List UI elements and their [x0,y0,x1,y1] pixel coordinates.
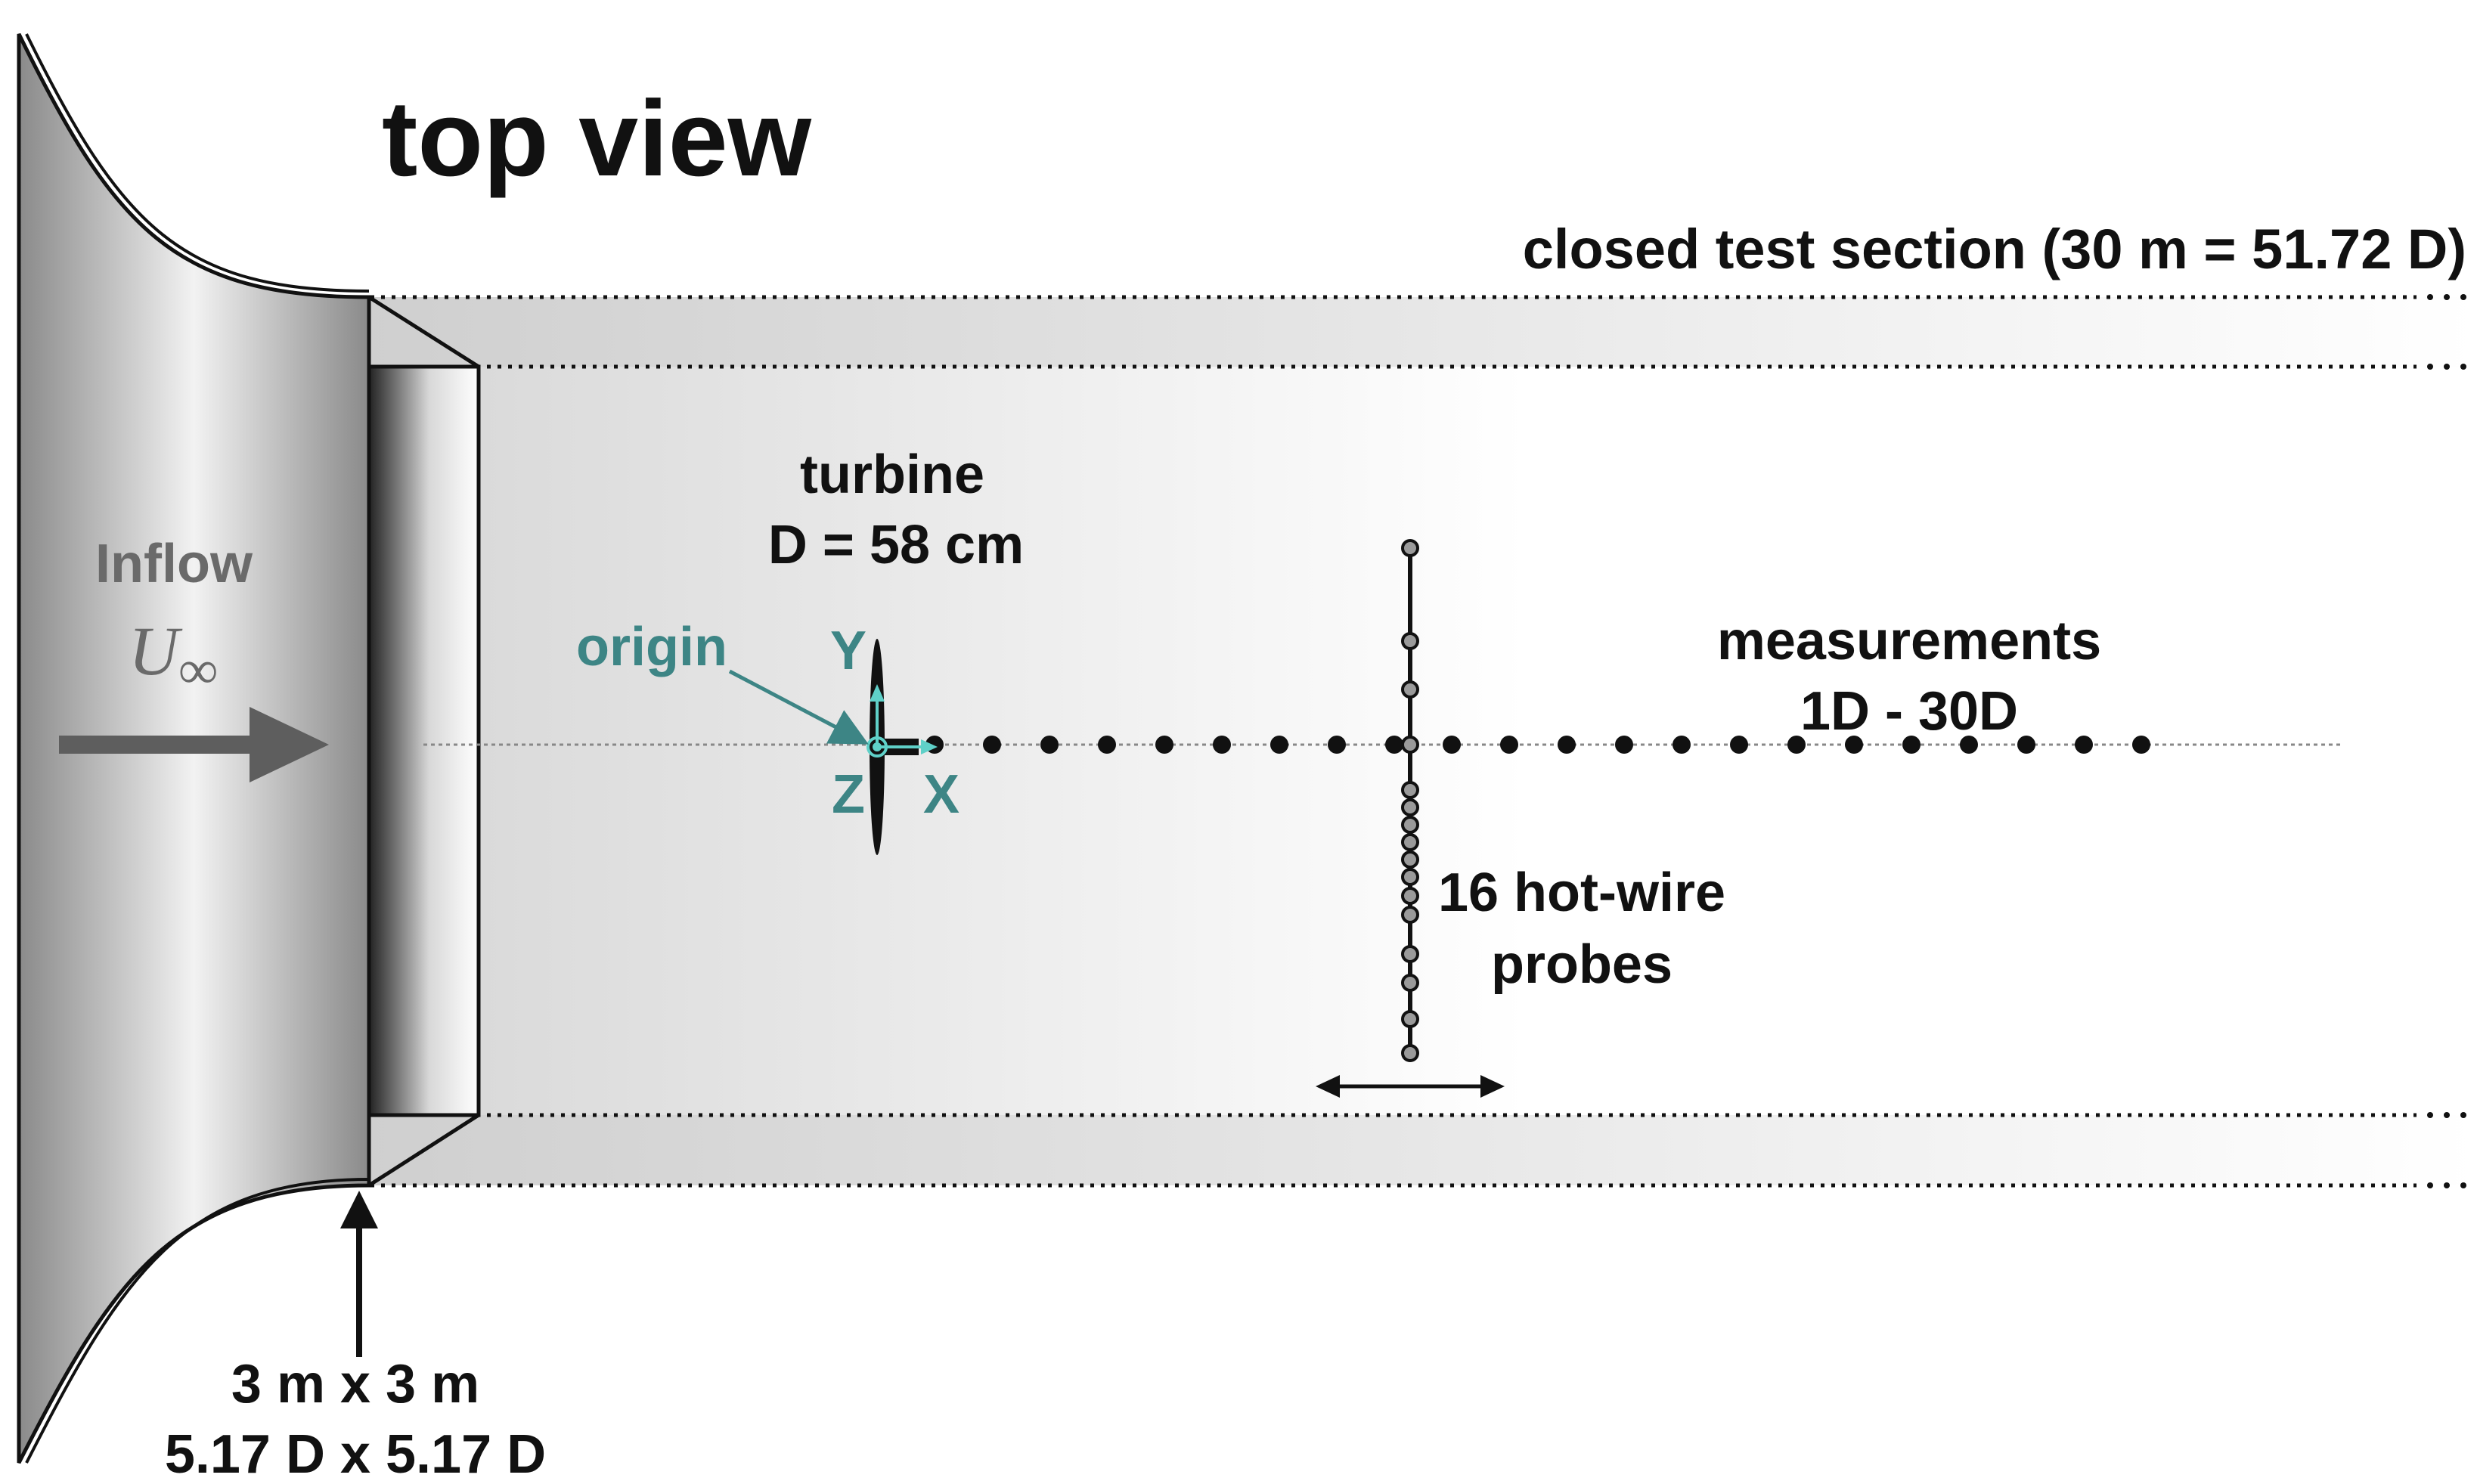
hot-wire-rake [1316,539,1505,1098]
continuation-dots [2427,294,2466,1188]
measurement-point [983,736,1001,754]
hot-wire-probe [1401,833,1419,851]
hot-wire-probe [1401,632,1419,650]
measurement-point [1960,736,1978,754]
measurement-point [1500,736,1518,754]
test-section-bottom-band [363,1115,2477,1185]
hot-wire-probe [1401,539,1419,557]
throat-section [367,364,481,1117]
traverse-arrow [1316,1075,1505,1098]
hot-wire-probe [1401,1044,1419,1062]
test-section [363,294,2477,1188]
inflow-arrow [59,707,329,782]
axis-z-label: Z [832,764,865,825]
measurement-point [2017,736,2035,754]
axis-x-label: X [923,764,959,825]
hot-wire-probe [1401,736,1419,754]
measurement-point [1787,736,1806,754]
measurement-point [1845,736,1863,754]
measurement-point [1385,736,1403,754]
measurement-point [1558,736,1576,754]
contraction-lip-top [25,33,370,293]
measurement-point [1213,736,1231,754]
hot-wire-probe [1401,945,1419,963]
measurement-point [1328,736,1346,754]
inflow-arrow-head [250,707,329,782]
hot-wire-probes [1401,539,1419,1062]
u-subscript: ∞ [178,640,217,700]
measurement-point [1155,736,1173,754]
measurement-point [1615,736,1633,754]
u-symbol: U [129,612,183,689]
measurement-point [1098,736,1116,754]
inlet-dimension-arrow [340,1191,378,1357]
test-section-top-band [363,297,2477,367]
freestream-velocity-symbol: U∞ [129,612,218,700]
hot-wire-probe [1401,680,1419,699]
turbine-diameter-label: D = 58 cm [768,515,1024,575]
hot-wire-probe [1401,1010,1419,1028]
turbine-label: turbine [800,445,984,505]
page-title: top view [382,79,812,199]
hot-wire-probe [1401,868,1419,886]
measurement-point [1270,736,1288,754]
test-section-label: closed test section (30 m = 51.72 D) [1523,218,2466,280]
measurement-point [1040,736,1059,754]
measurement-point [2132,736,2150,754]
hot-wire-probe [1401,850,1419,869]
axis-y-label: Y [830,621,866,681]
throat-edge-top [367,295,480,369]
inflow-label: Inflow [95,534,253,594]
origin-pointer [728,669,869,745]
contraction-lip-bottom [25,1178,370,1464]
probes-label-line2: probes [1491,934,1673,995]
inlet-size-diameters-label: 5.17 D x 5.17 D [165,1424,546,1484]
measurement-positions [925,736,2150,754]
hot-wire-probe [1401,798,1419,816]
turbine [866,639,938,855]
measurement-point [1902,736,1921,754]
hot-wire-probe [1401,974,1419,992]
hot-wire-probe [1401,816,1419,834]
measurement-point [1730,736,1748,754]
measurements-range-label: 1D - 30D [1800,681,2018,742]
throat-edge-bottom [367,1113,480,1188]
measurement-point [1673,736,1691,754]
measurements-label: measurements [1717,611,2101,671]
hot-wire-probe [1401,906,1419,924]
measurement-point [2075,736,2093,754]
test-section-inner [363,367,2477,1115]
inflow-arrow-shaft [59,736,257,754]
origin-label: origin [576,617,727,677]
hot-wire-probe [1401,781,1419,799]
inlet-size-label: 3 m x 3 m [231,1354,479,1414]
probes-label: 16 hot-wire [1438,863,1725,923]
hot-wire-probe [1401,887,1419,905]
measurement-point [1443,736,1461,754]
coordinate-axes [866,684,938,757]
